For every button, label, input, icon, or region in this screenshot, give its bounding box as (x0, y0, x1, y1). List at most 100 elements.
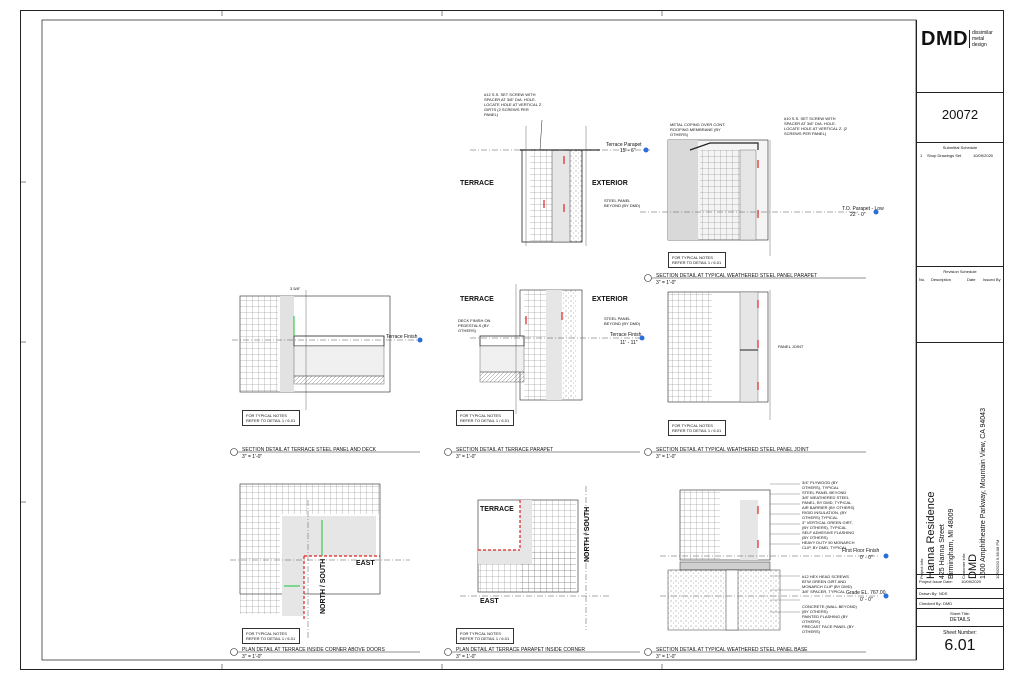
submittal-desc: Shop Drawings Set (927, 153, 962, 158)
d8-terrace-label: TERRACE (480, 506, 514, 513)
logo-sub-metal: metal (972, 36, 985, 42)
d1-level1-label: First Floor Finish (842, 548, 880, 554)
d3-title: SECTION DETAIL AT TYPICAL WEATHERED STEE… (656, 273, 818, 279)
project-address-1: 425 Hanna Street (939, 524, 946, 579)
dmd-logo-tagline: dissimilar metal design (969, 30, 993, 48)
d1-callout: STEEL PANEL BEYOND (802, 490, 847, 495)
d1-callout: CONCRETE (WALL BEYOND) (BY OTHERS) (802, 604, 857, 614)
d1-callout: HEAVY DUTY 50 MONARCH CLIP, BY DMD, TYPI… (802, 540, 855, 550)
d2-typical-note: FOR TYPICAL NOTES REFER TO DETAIL 1 / 6.… (668, 420, 726, 436)
d1-callouts-bottom: CONCRETE (WALL BEYOND) (BY OTHERS) PAINT… (802, 604, 858, 634)
d1-level1-value: 0' - 0" (860, 555, 873, 561)
revision-col-no: No. (919, 277, 926, 282)
project-info-cell: Project Info: Hanna Residence 425 Hanna … (917, 342, 1003, 588)
issue-date-label: Project Issue Date: (919, 579, 953, 584)
drawn-by-label: Drawn By: (919, 591, 938, 596)
d5-terrace-label: TERRACE (460, 296, 494, 303)
sheet-number-label: Sheet Number: (943, 630, 977, 636)
d1-callouts-lower: #12 HEX HEAD SCREWS BTW GREEN GIRT AND M… (802, 574, 858, 594)
d4-dim: 3 5/8" (290, 286, 301, 291)
d8-ns-label: NORTH / SOUTH (584, 506, 591, 562)
d9-typical-note: FOR TYPICAL NOTES REFER TO DETAIL 1 / 6.… (242, 628, 300, 644)
d3-level-label: T.O. Parapet - Low (842, 206, 884, 212)
project-address-2: Birmingham, MI 48009 (948, 508, 955, 579)
d5-deck-note: DECK FINISH ON PEDESTALS (BY OTHERS) (458, 318, 491, 333)
d1-title: SECTION DETAIL AT TYPICAL WEATHERED STEE… (656, 647, 808, 653)
submittal-no: 1 (920, 153, 923, 158)
d8-title: PLAN DETAIL AT TERRACE PARAPET INSIDE CO… (456, 647, 586, 653)
d1-callout: 3/4" PLYWOOD (BY OTHERS), TYPICAL (802, 480, 839, 490)
d1-callout: AIR BARRIER (BY OTHERS) (802, 505, 855, 510)
d2-joint-label: PANEL JOINT (778, 344, 804, 349)
checked-by: DMD (943, 601, 953, 606)
d5-level-value: 11' - 11" (620, 340, 638, 346)
d5-exterior-label: EXTERIOR (592, 296, 628, 303)
d1-callout: 3" VERTICAL GREEN GIRT, (BY OTHERS), TYP… (802, 520, 853, 530)
d3-coping-callout: METAL COPING OVER CONT. ROOFING MEMBRANE… (670, 122, 726, 137)
job-number: 20072 (941, 107, 979, 122)
detail-6-graphic (470, 119, 650, 246)
sheet-title: DETAILS (949, 617, 971, 623)
submittal-schedule: Submittal Schedule 1 Shop Drawings Set 1… (917, 142, 1003, 170)
d1-callout: PRECAST FACE PANEL (BY OTHERS) (802, 624, 854, 634)
d8-scale: 3" = 1'-0" (456, 654, 477, 660)
d1-callout: PAINTED FLASHING (BY OTHERS) (802, 614, 848, 624)
drawn-by-cell: Drawn By: NDS (917, 588, 1003, 598)
d9-east-label: EAST (356, 560, 375, 567)
d5-steel-note: STEEL PANEL BEYOND (BY DMD) (604, 316, 641, 326)
logo-sub-dissimilar: dissimilar (972, 30, 993, 36)
d5-title: SECTION DETAIL AT TERRACE PARAPET (456, 447, 554, 453)
submittal-date: 10/09/2020 (973, 153, 994, 158)
d1-callout: 3/8" WEATHERED STEEL PANEL, BY DMD, TYPI… (802, 495, 852, 505)
detail-3-graphic (640, 139, 860, 256)
d8-east-label: EAST (480, 598, 499, 605)
drawing-sheet-border (20, 10, 1004, 670)
d1-callout: SELF ADHESIVE FLASHING (BY OTHERS) (802, 530, 855, 540)
d3-screw-callout: #10 S.S. SET SCREW WITH SPACER AT 3/8" D… (784, 116, 848, 136)
detail-8-graphic (460, 486, 610, 630)
d4-typical-note: FOR TYPICAL NOTES REFER TO DETAIL 1 / 6.… (242, 410, 300, 426)
job-number-cell: 20072 (917, 92, 1003, 142)
d9-ns-label: NORTH / SOUTH (320, 558, 327, 614)
d4-level-label: Terrace Finish (386, 334, 418, 340)
d6-steel-note: STEEL PANEL BEYOND (BY DMD) (604, 198, 641, 208)
d1-callouts: 3/4" PLYWOOD (BY OTHERS), TYPICAL STEEL … (802, 480, 858, 550)
d3-level-value: 22' - 0" (850, 212, 866, 218)
revision-schedule: Revision Schedule No. Description Date I… (917, 266, 1003, 326)
sheet-title-cell: Sheet Title: DETAILS (917, 608, 1003, 626)
d4-scale: 3" = 1'-0" (242, 454, 263, 460)
d8-typical-note: FOR TYPICAL NOTES REFER TO DETAIL 1 / 6.… (456, 628, 514, 644)
issue-date: 10/09/2020 (961, 579, 982, 584)
d3-scale: 3" = 1'-0" (656, 280, 677, 286)
revision-header: Revision Schedule (943, 269, 977, 274)
d6-exterior-label: EXTERIOR (592, 180, 628, 187)
d5-level-label: Terrace Finish (610, 332, 642, 338)
d1-level2-value: 0' - 0" (860, 597, 873, 603)
d1-callout: 3/8" SPACER, TYPICAL (802, 589, 846, 594)
detail-1-graphic (660, 483, 880, 631)
d2-scale: 3" = 1'-0" (656, 454, 677, 460)
sheet-title-label: Sheet Title: (949, 611, 970, 616)
sheet-number-cell: Sheet Number: 6.01 (917, 626, 1003, 660)
d6-screw-callout: #12 S.S. SET SCREW WITH SPACER AT 3/8" D… (484, 92, 542, 117)
logo-sub-design: design (972, 42, 987, 48)
d1-scale: 3" = 1'-0" (656, 654, 677, 660)
detail-9-graphic (230, 483, 410, 640)
sheet-number: 6.01 (944, 637, 976, 654)
revision-col-date: Date (967, 277, 976, 282)
checked-by-cell: Checked By: DMD (917, 598, 1003, 608)
d1-callout: RIGID INSULATION, (BY OTHERS) TYPICAL (802, 510, 847, 520)
d3-typical-note: FOR TYPICAL NOTES REFER TO DETAIL 1 / 6.… (668, 252, 726, 268)
d1-callout: #12 HEX HEAD SCREWS BTW GREEN GIRT AND M… (802, 574, 852, 589)
title-block-logo-cell: DMD dissimilar metal design (917, 20, 1003, 92)
d6-terrace-label: TERRACE (460, 180, 494, 187)
issue-date-cell: Project Issue Date: 10/09/2020 (917, 574, 1003, 588)
project-name: Hanna Residence (925, 491, 937, 579)
revision-col-description: Description (931, 277, 952, 282)
detail-2-graphic (667, 290, 771, 420)
dmd-logo: DMD (921, 28, 969, 50)
d1-level2-label: Grade EL. 767.00 (846, 590, 886, 596)
drawn-by: NDS (939, 591, 948, 596)
d9-scale: 3" = 1'-0" (242, 654, 263, 660)
